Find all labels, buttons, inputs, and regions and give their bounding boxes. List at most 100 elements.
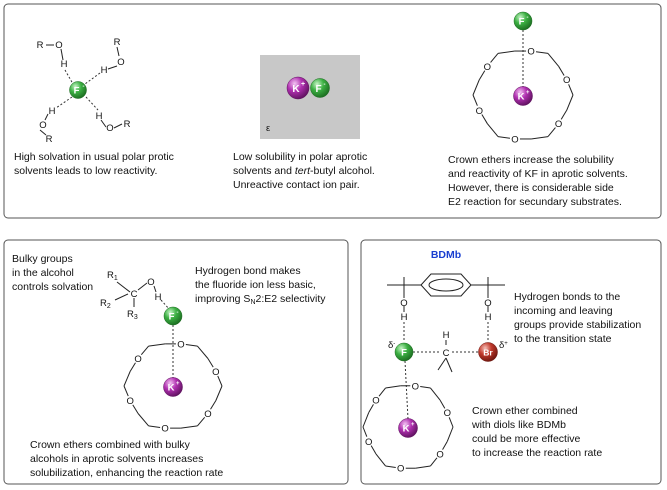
ring-oxygen: O (134, 354, 141, 365)
atom-o: O (484, 298, 491, 309)
bdmb-crown-caption-line: could be more effective (472, 433, 581, 445)
ring-oxygen: O (372, 396, 379, 407)
ring-bond (481, 114, 488, 124)
ring-bond (442, 441, 448, 450)
ring-bond (472, 94, 478, 106)
potassium-label: K (292, 84, 300, 95)
ring-oxygen: O (397, 464, 404, 475)
panel-top-frame (3, 3, 662, 219)
bdmb-crown-caption-line: Crown ether combined (472, 405, 578, 417)
ring-bond (207, 358, 214, 368)
fluoride-label: F (315, 84, 321, 95)
ring-bond (385, 385, 401, 389)
fluoride-label: F (519, 17, 525, 28)
ring-bond (148, 343, 166, 347)
fluoride-ion (163, 306, 183, 326)
atom-h: H (49, 106, 56, 117)
ring-oxygen: O (177, 339, 184, 350)
ring-bond (560, 110, 568, 120)
ring-bond (129, 362, 136, 372)
epsilon-label: ε (266, 123, 271, 134)
ring-bond (385, 465, 396, 468)
crown-caption-line: E2 reaction for secundary substrates. (448, 196, 622, 208)
bulky-alcohol-structure: R1 R2 R3 C O H (100, 270, 171, 321)
potassium-ion (163, 377, 183, 397)
ring-oxygen: O (484, 62, 491, 73)
protic-caption-line: High solvation in usual polar protic (14, 151, 174, 163)
bdmb-structure: O H O H (387, 273, 505, 340)
ring-bond (420, 386, 431, 389)
delta-minus: δ- (388, 340, 395, 351)
hbond-caption-line: Hydrogen bond makes (195, 265, 301, 277)
atom-o: O (55, 40, 62, 51)
potassium-charge: + (301, 81, 305, 88)
ts-caption-line: groups provide stabilization (514, 319, 641, 331)
atom-o: O (117, 57, 124, 68)
contact-caption-line: Low solubility in polar aprotic (233, 151, 367, 163)
dielectric-box (260, 55, 360, 139)
fluoride-ion (513, 11, 533, 31)
potassium-charge: + (526, 90, 530, 96)
ring-bond (210, 400, 217, 410)
ring-bond (185, 344, 198, 347)
ring-bond (531, 136, 549, 140)
bulky-label-line: Bulky groups (12, 253, 73, 265)
fluoride-charge: - (177, 310, 179, 316)
atom-o: O (39, 120, 46, 131)
ring-bond (140, 345, 149, 356)
ring-bond (180, 425, 198, 429)
ring-oxygen: O (412, 381, 419, 392)
bulky-label-line: in the alcohol (12, 267, 74, 279)
ring-bond (497, 136, 511, 139)
ring-bond (430, 457, 438, 467)
potassium-ion (286, 76, 310, 100)
fluoride-label: F (401, 348, 407, 359)
ring-oxygen: O (555, 119, 562, 130)
fluoride-label: F (74, 86, 80, 97)
fluoride-charge: - (324, 82, 326, 88)
bromide-ion (478, 342, 498, 362)
atom-o: O (106, 123, 113, 134)
bromide-label: Br (483, 348, 493, 358)
ring-oxygen: O (204, 409, 211, 420)
ring-bond (362, 412, 370, 428)
atom-h: H (155, 292, 162, 303)
ring-oxygen: O (511, 134, 518, 145)
ring-bond (430, 387, 441, 401)
ring-oxygen: O (126, 396, 133, 407)
bdmb-crown-caption-line: to increase the reaction rate (472, 447, 602, 459)
ring-bond (132, 404, 139, 414)
hbond-caption-line: improving SN2:E2 selectivity (195, 293, 326, 306)
ring-oxygen: O (436, 449, 443, 460)
atom-o: O (400, 298, 407, 309)
ring-bond (568, 84, 574, 96)
substituent-r3: R3 (127, 309, 138, 321)
substituent-r2: R2 (100, 298, 111, 310)
ring-bond (197, 345, 209, 359)
ring-bond (378, 387, 386, 397)
atom-r: R (46, 134, 53, 145)
potassium-charge: + (411, 422, 415, 428)
ring-bond (446, 426, 454, 442)
fluoride-ion (69, 81, 87, 99)
bdmb-crown-caption-line: with diols like BDMb (471, 419, 566, 431)
ring-bond (547, 53, 560, 67)
atom-r: R (37, 40, 44, 51)
potassium-label: K (403, 424, 410, 435)
ring-bond (368, 404, 374, 413)
potassium-charge: + (176, 381, 180, 387)
ring-bond (497, 50, 515, 54)
ring-oxygen: O (563, 75, 570, 86)
ring-bond (362, 426, 368, 437)
crown-caption-line: Crown ethers increase the solubility (448, 154, 614, 166)
panel-bottom-right-frame (360, 239, 662, 485)
ts-caption-line: Hydrogen bonds to the (514, 291, 620, 303)
protic-solvation-structure: R O H R O H H O R H O R F - (37, 37, 131, 145)
panel-bottom-left-frame (3, 239, 349, 485)
potassium-label: K (518, 92, 525, 103)
atom-r: R (114, 37, 121, 48)
